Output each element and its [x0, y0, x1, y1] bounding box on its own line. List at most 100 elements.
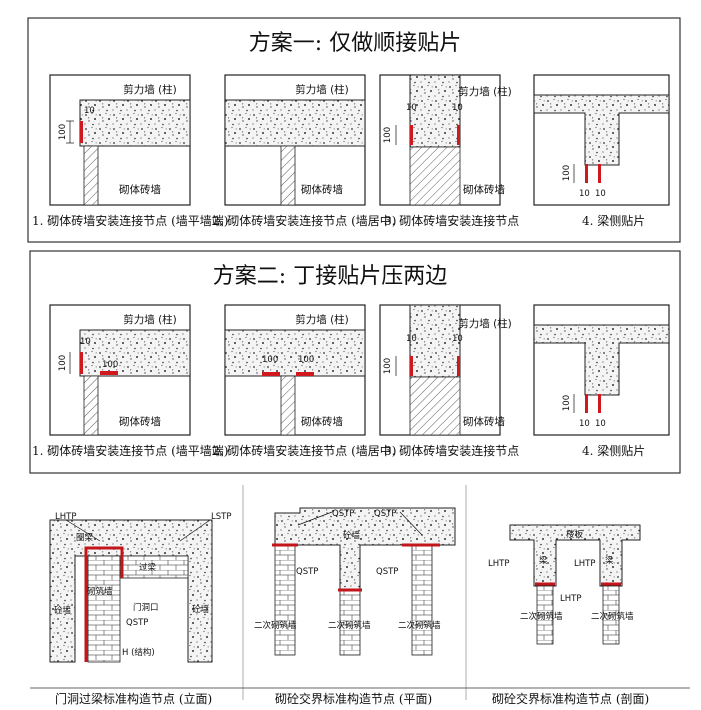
- qstp-label-3: QSTP: [296, 567, 318, 577]
- dim-left: 10: [579, 189, 590, 199]
- adhesive-patch: [80, 352, 83, 374]
- lstp-label: LSTP: [211, 512, 231, 522]
- s1-panel-2: 剪力墙 (柱) 砌体砖墙 2. 砌体砖墙安装连接节点 (墙居中): [212, 74, 396, 228]
- left-caption: 门洞过梁标准构造节点 (立面): [55, 691, 212, 706]
- s1-panel-1: 100 10 剪力墙 (柱) 砌体砖墙 1. 砌体砖墙安装连接节点 (墙平墙端): [32, 74, 228, 228]
- dim-b: 100: [298, 355, 314, 365]
- masonry-concrete-section: 楼板 LHTP LHTP LHTP 梁 梁 二次砌筑墙 二次砌筑墙 砌砼交界标准…: [488, 524, 649, 706]
- right-caption: 砌砼交界标准构造节点 (剖面): [492, 691, 649, 706]
- panel-caption: 2. 砌体砖墙安装连接节点 (墙居中): [212, 213, 396, 228]
- s2-panel-1: 100 10 100 剪力墙 (柱) 砌体砖墙 1. 砌体砖墙安装连接节点 (墙…: [32, 304, 228, 458]
- wall-label-3: 二次砌筑墙: [398, 620, 441, 631]
- lhtp-label-3: LHTP: [560, 594, 581, 604]
- dim-vertical: 100: [562, 395, 572, 411]
- masonry-label: 砌体砖墙: [463, 183, 505, 196]
- bottom-row: LHTP LSTP 圈梁 过梁 砌筑墙 门洞口 QSTP 砼墙 砼墙 H (结构…: [30, 485, 690, 706]
- adhesive-patch-right: [296, 372, 314, 376]
- dim-horizontal: 10: [84, 106, 95, 116]
- lhtp-label: LHTP: [55, 512, 76, 522]
- masonry-label: 砌体砖墙: [463, 415, 505, 428]
- adhesive-patch-right: [598, 394, 601, 413]
- qstp-label-4: QSTP: [376, 567, 398, 577]
- dim-right: 10: [595, 419, 606, 429]
- beam: [533, 324, 670, 396]
- panel-caption: 1. 砌体砖墙安装连接节点 (墙平墙端): [32, 213, 228, 228]
- masonry-wall: [280, 145, 296, 206]
- panel-frame: [533, 74, 670, 206]
- beam-label: 圈梁: [76, 533, 94, 543]
- scheme2-title: 方案二: 丁接贴片压两边: [213, 264, 447, 289]
- shear-wall: [224, 99, 366, 147]
- masonry-wall: [409, 376, 461, 436]
- s2-panel-3: 100 10 10 剪力墙 (柱) 砌体砖墙 3. 砌体砖墙安装连接节点: [379, 304, 519, 458]
- beam-label: 砼墙: [343, 530, 361, 541]
- slab-and-beams: [509, 524, 641, 587]
- adhesive-patch-left: [585, 394, 588, 413]
- lintel-label: 过梁: [139, 562, 157, 573]
- scheme1-frame: [27, 17, 681, 243]
- slab-label: 楼板: [566, 529, 584, 540]
- panel-caption: 4. 梁侧贴片: [582, 213, 645, 228]
- dim-left: 10: [406, 103, 417, 113]
- shear-wall-label: 剪力墙 (柱): [295, 83, 349, 96]
- concrete-frame: [49, 519, 213, 663]
- dim-right: 10: [595, 189, 606, 199]
- dim-vertical: 100: [58, 355, 68, 371]
- column-label: 剪力墙 (柱): [458, 85, 512, 98]
- dim-right: 10: [452, 103, 463, 113]
- masonry-wall-1: [536, 585, 554, 645]
- beam: [533, 94, 670, 166]
- masonry-wall: [83, 375, 99, 436]
- dim-vertical: 100: [383, 358, 393, 374]
- panel-caption: 3. 砌体砖墙安装连接节点: [384, 443, 519, 458]
- dim-vertical: 100: [562, 165, 572, 181]
- scheme2-frame: [29, 250, 681, 474]
- height-label: H (结构): [122, 647, 155, 658]
- adhesive-patch-cap: [100, 371, 118, 375]
- door-lintel-elevation: LHTP LSTP 圈梁 过梁 砌筑墙 门洞口 QSTP 砼墙 砼墙 H (结构…: [49, 512, 231, 706]
- adhesive-patch-left: [410, 125, 413, 145]
- shear-wall-label: 剪力墙 (柱): [123, 313, 177, 326]
- dim-box: 100: [102, 360, 118, 370]
- scheme1-section: 方案一: 仅做顺接贴片 100 10 剪力墙 (柱) 砌体砖墙 1. 砌体砖墙安…: [27, 17, 681, 243]
- adhesive-patch-right: [598, 164, 601, 183]
- adhesive-patch: [80, 121, 83, 143]
- panel-caption: 4. 梁侧贴片: [582, 443, 645, 458]
- shear-wall: [224, 329, 366, 377]
- panel-caption: 3. 砌体砖墙安装连接节点: [384, 213, 519, 228]
- lhtp-strip: [84, 546, 124, 662]
- column-left-label: 砼墙: [54, 605, 72, 616]
- dim-left: 10: [579, 419, 590, 429]
- dim-vertical: 100: [383, 127, 393, 143]
- dim-a: 100: [262, 355, 278, 365]
- s2-panel-2: 100 100 剪力墙 (柱) 砌体砖墙 2. 砌体砖墙安装连接节点 (墙居中): [212, 304, 396, 458]
- beam-label-2: 梁: [605, 556, 614, 566]
- lhtp-label-2: LHTP: [574, 559, 595, 569]
- qstp-label: QSTP: [126, 618, 148, 628]
- scheme2-section: 方案二: 丁接贴片压两边 100 10 100 剪力墙 (柱) 砌体砖墙 1. …: [29, 250, 681, 474]
- wall-label-1: 二次砌筑墙: [520, 611, 563, 622]
- shear-wall: [79, 99, 191, 147]
- column-right-label: 砼墙: [192, 604, 210, 615]
- shear-wall: [79, 329, 191, 377]
- adhesive-patch-left: [410, 356, 413, 376]
- column: [409, 304, 461, 378]
- s2-panel-4: 100 10 10 4. 梁侧贴片: [533, 304, 670, 458]
- adhesive-patch-left: [585, 164, 588, 183]
- masonry-wall: [409, 146, 461, 206]
- concrete-wall: [274, 507, 456, 591]
- qstp-label-2: QSTP: [374, 509, 396, 519]
- masonry-label: 砌体砖墙: [119, 183, 161, 196]
- adhesive-patch-right: [457, 125, 460, 145]
- panel-caption: 1. 砌体砖墙安装连接节点 (墙平墙端): [32, 443, 228, 458]
- qstp-label-1: QSTP: [332, 509, 354, 519]
- s1-panel-4: 100 10 10 4. 梁侧贴片: [533, 74, 670, 228]
- masonry-label: 砌体砖墙: [301, 415, 343, 428]
- panel-frame: [533, 304, 670, 436]
- masonry-wall: [280, 375, 296, 436]
- masonry-wall: [87, 555, 121, 663]
- dim-right: 10: [452, 334, 463, 344]
- dim-left: 10: [406, 334, 417, 344]
- masonry-concrete-plan: QSTP QSTP 砼墙 QSTP QSTP 二次砌筑墙 二次砌筑墙 二次砌筑墙…: [254, 507, 456, 706]
